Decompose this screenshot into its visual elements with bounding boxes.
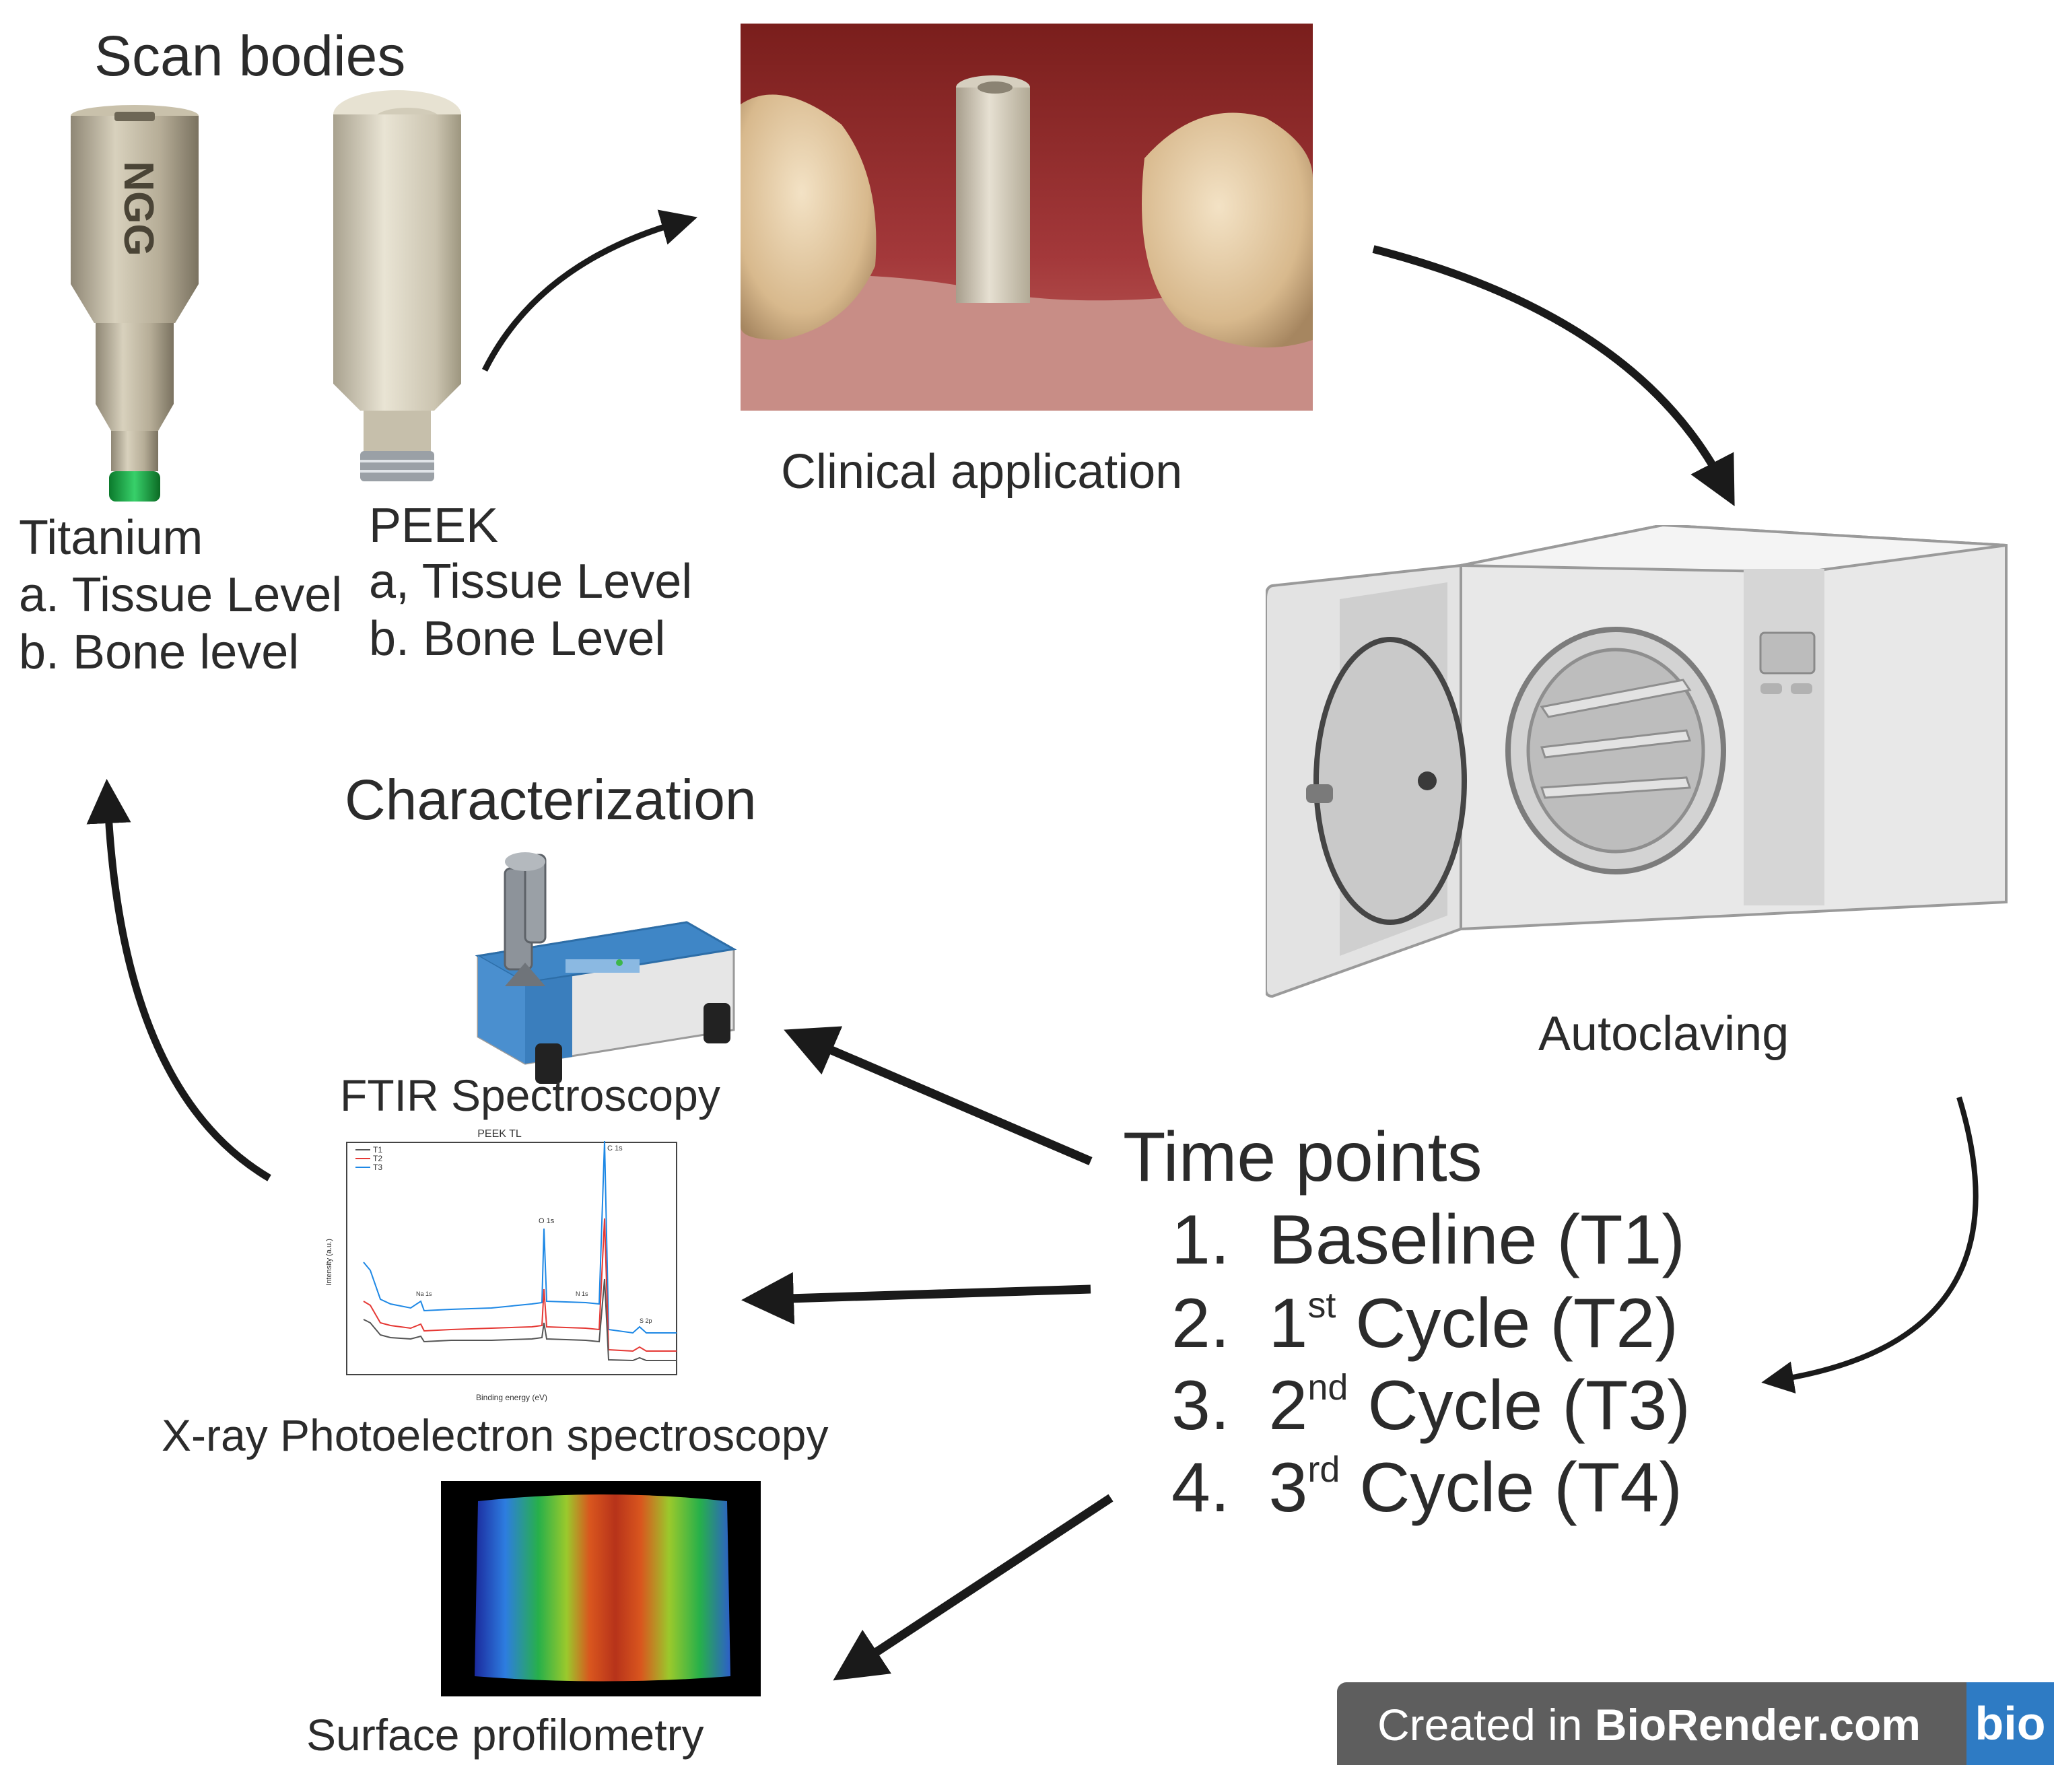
arrow-scan-to-clinical xyxy=(481,209,697,372)
xps-chart: PEEK TL Intensity (a.u.) Binding energy … xyxy=(325,1128,677,1402)
badge-brand: BioRender.com xyxy=(1594,1700,1921,1750)
time-point-number: 1. xyxy=(1171,1201,1230,1279)
clinical-application-label: Clinical application xyxy=(781,445,1183,499)
biorender-credit: Created in BioRender.com xyxy=(1377,1699,1921,1750)
ftir-instrument-image xyxy=(475,852,737,1084)
profilometry-image xyxy=(441,1481,761,1696)
arrow-timepoints-to-xps xyxy=(741,1272,1091,1325)
time-point-ordinal: 2 xyxy=(1268,1367,1308,1445)
peak-c1s: C 1s xyxy=(607,1144,623,1152)
time-point-text: Cycle (T3) xyxy=(1348,1367,1690,1445)
arrow-clinical-to-autoclave xyxy=(1372,245,1735,506)
time-point-2: 2. 1st Cycle (T2) xyxy=(1171,1287,1678,1358)
biorender-logo-icon: bio xyxy=(1966,1682,2054,1765)
xps-y-label: Intensity (a.u.) xyxy=(325,1239,333,1286)
time-point-4: 4. 3rd Cycle (T4) xyxy=(1171,1451,1682,1523)
badge-prefix: Created in xyxy=(1377,1700,1595,1750)
xps-series-t3 xyxy=(363,1140,677,1334)
time-point-ordinal: 3 xyxy=(1268,1449,1308,1527)
ftir-label: FTIR Spectroscopy xyxy=(340,1070,720,1120)
time-point-1: 1. Baseline (T1) xyxy=(1171,1205,1685,1275)
legend-t2: T2 xyxy=(373,1154,382,1163)
ngg-engraving: NGG xyxy=(115,161,162,256)
time-point-number: 2. xyxy=(1171,1284,1230,1363)
arrow-autoclave-to-timepoints xyxy=(1761,1096,1979,1393)
titanium-label: Titanium xyxy=(19,511,203,565)
time-point-text: Baseline (T1) xyxy=(1268,1201,1685,1279)
legend-t1: T1 xyxy=(373,1145,382,1155)
xps-legend: T1 T2 T3 xyxy=(355,1145,382,1172)
peek-bone-level: b. Bone Level xyxy=(369,612,666,666)
xps-series-t1 xyxy=(363,1278,677,1362)
peak-s2p: S 2p xyxy=(640,1317,652,1324)
peak-na1s: Na 1s xyxy=(416,1290,432,1297)
time-point-3: 3. 2nd Cycle (T3) xyxy=(1171,1369,1690,1441)
characterization-title: Characterization xyxy=(345,768,757,831)
profilometry-label: Surface profilometry xyxy=(306,1710,704,1760)
titanium-scan-body-image: NGG xyxy=(71,105,199,502)
time-point-number: 4. xyxy=(1171,1449,1230,1527)
arrow-characterization-to-scan xyxy=(86,779,271,1181)
time-points-title: Time points xyxy=(1123,1118,1482,1196)
ordinal-suffix: rd xyxy=(1307,1449,1340,1490)
autoclaving-label: Autoclaving xyxy=(1538,1007,1789,1061)
time-point-number: 3. xyxy=(1171,1367,1230,1445)
arrow-timepoints-to-ftir xyxy=(784,1026,1093,1165)
titanium-tissue-level: a. Tissue Level xyxy=(19,568,343,622)
xps-chart-title: PEEK TL xyxy=(477,1128,522,1140)
peak-n1s: N 1s xyxy=(576,1290,588,1297)
autoclave-image xyxy=(1266,525,2008,998)
time-point-ordinal: 1 xyxy=(1268,1284,1308,1363)
peak-o1s: O 1s xyxy=(539,1217,555,1225)
xps-label: X-ray Photoelectron spectroscopy xyxy=(162,1410,829,1460)
biorender-badge[interactable]: Created in BioRender.com bio xyxy=(1337,1682,2054,1765)
peek-scan-body-image xyxy=(333,90,461,481)
peek-label: PEEK xyxy=(369,499,499,553)
peek-tissue-level: a, Tissue Level xyxy=(369,555,693,609)
clinical-photo xyxy=(741,24,1313,411)
arrow-timepoints-to-profilometry xyxy=(833,1494,1114,1681)
xps-series-t2 xyxy=(363,1218,677,1352)
ordinal-suffix: st xyxy=(1307,1285,1336,1325)
xps-x-label: Binding energy (eV) xyxy=(476,1393,547,1402)
ordinal-suffix: nd xyxy=(1307,1367,1348,1408)
time-point-text: Cycle (T4) xyxy=(1340,1449,1682,1527)
titanium-bone-level: b. Bone level xyxy=(19,625,300,679)
scan-bodies-title: Scan bodies xyxy=(94,24,406,88)
time-point-text: Cycle (T2) xyxy=(1336,1284,1678,1363)
legend-t3: T3 xyxy=(373,1163,382,1172)
